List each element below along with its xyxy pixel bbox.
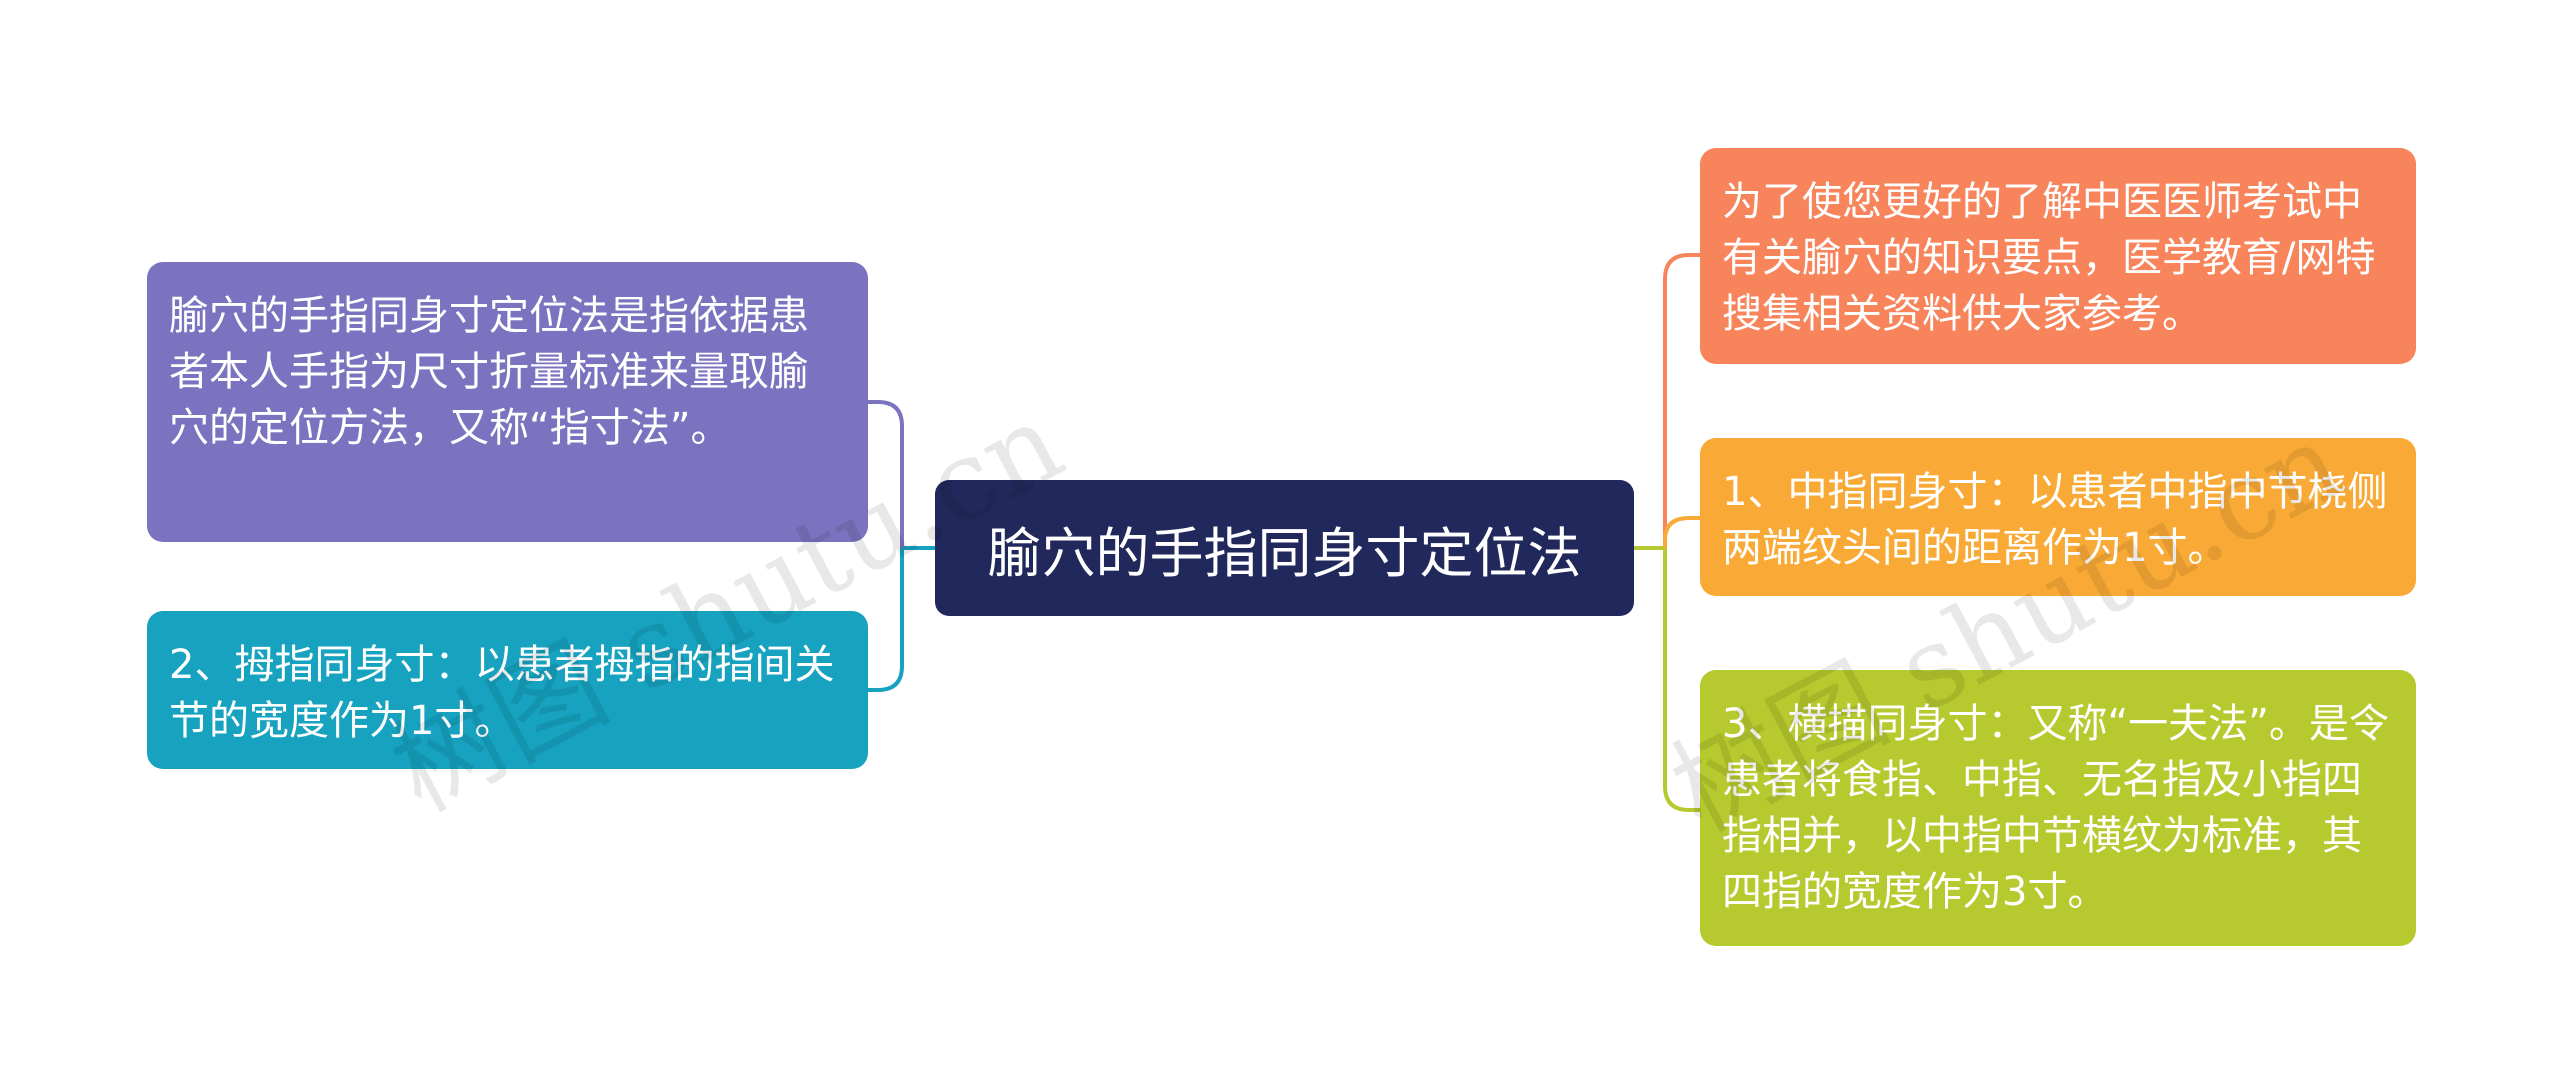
right-topic-2-text: 1、中指同身寸：以患者中指中节桡侧两端纹头间的距离作为1寸。 [1722,469,2388,571]
connector-left-2 [868,548,904,692]
connector-right-2 [1663,516,1700,548]
connector-left-1 [868,400,904,548]
connector-right-1 [1663,253,1700,548]
right-topic-3-text: 3、横描同身寸：又称“一夫法”。是令患者将食指、中指、无名指及小指四指相并，以中… [1722,701,2389,915]
right-topic-1[interactable]: 为了使您更好的了解中医医师考试中有关腧穴的知识要点，医学教育/网特搜集相关资料供… [1700,148,2416,364]
connector-right-3 [1663,548,1700,812]
left-topic-2-text: 2、拇指同身寸：以患者拇指的指间关节的宽度作为1寸。 [169,642,835,744]
right-topic-3[interactable]: 3、横描同身寸：又称“一夫法”。是令患者将食指、中指、无名指及小指四指相并，以中… [1700,670,2416,946]
left-topic-2[interactable]: 2、拇指同身寸：以患者拇指的指间关节的宽度作为1寸。 [147,611,868,769]
central-topic[interactable]: 腧穴的手指同身寸定位法 [935,480,1634,616]
right-topic-2[interactable]: 1、中指同身寸：以患者中指中节桡侧两端纹头间的距离作为1寸。 [1700,438,2416,596]
central-topic-text: 腧穴的手指同身寸定位法 [987,521,1582,585]
left-topic-1[interactable]: 腧穴的手指同身寸定位法是指依据患者本人手指为尺寸折量标准来量取腧穴的定位方法，又… [147,262,868,542]
left-topic-1-text: 腧穴的手指同身寸定位法是指依据患者本人手指为尺寸折量标准来量取腧穴的定位方法，又… [169,293,809,451]
right-topic-1-text: 为了使您更好的了解中医医师考试中有关腧穴的知识要点，医学教育/网特搜集相关资料供… [1722,179,2376,337]
